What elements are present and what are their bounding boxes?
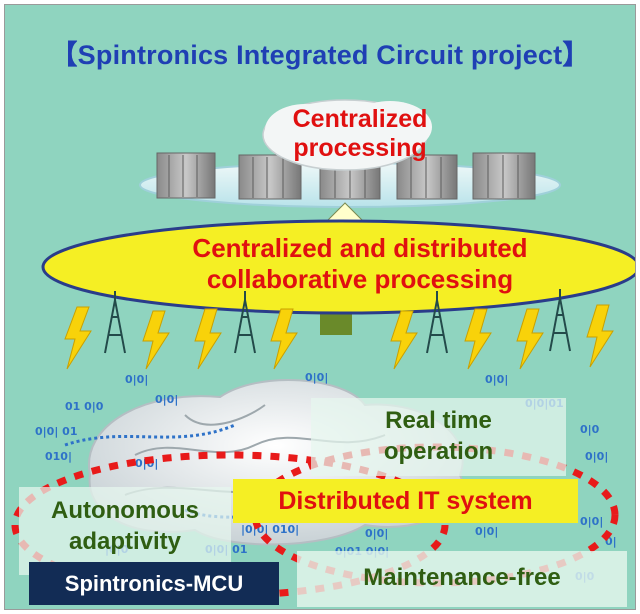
svg-text:0|0|: 0|0| — [365, 527, 388, 540]
distributed-system-label: Distributed IT system — [233, 486, 578, 516]
realtime-label: Real time operation — [311, 405, 566, 467]
lightning-icon — [517, 309, 543, 369]
svg-text:0|0|: 0|0| — [475, 525, 498, 538]
autonomous-line-1: Autonomous — [19, 495, 231, 526]
lightning-icon — [65, 307, 91, 369]
lightning-icon — [587, 305, 613, 367]
server-rack — [473, 153, 535, 199]
svg-text:0|0|: 0|0| — [155, 393, 178, 406]
svg-text:01 0|0: 01 0|0 — [65, 400, 104, 413]
mcu-label: Spintronics-MCU — [29, 570, 279, 598]
lightning-icon — [195, 309, 221, 369]
autonomous-line-2: adaptivity — [19, 526, 231, 557]
svg-text:0|0|: 0|0| — [125, 373, 148, 386]
maintenance-label: Maintenance-free — [297, 563, 627, 593]
centralized-line-1: Centralized — [245, 105, 475, 134]
centralized-line-2: processing — [245, 134, 475, 163]
collaborative-processing-label: Centralized and distributed collaborativ… — [125, 233, 595, 295]
realtime-line-1: Real time — [311, 405, 566, 436]
diagram-frame: 0|0|0|0|0|0| 01 0|00|0|0|0|01 0|0| 010|0… — [4, 4, 636, 610]
collaborative-line-2: collaborative processing — [125, 264, 595, 295]
svg-text:0|0|: 0|0| — [485, 373, 508, 386]
lightning-icon — [271, 309, 297, 369]
lightning-icon — [143, 311, 169, 369]
tower — [105, 291, 125, 353]
svg-text:0|0|: 0|0| — [580, 515, 603, 528]
collaborative-line-1: Centralized and distributed — [125, 233, 595, 264]
lightning-icon — [465, 309, 491, 369]
centralized-processing-label: Centralized processing — [245, 105, 475, 163]
svg-text:0|0: 0|0 — [580, 423, 600, 436]
svg-text:0|0|: 0|0| — [305, 371, 328, 384]
svg-text:010|: 010| — [45, 450, 72, 463]
svg-text:0|0| 01: 0|0| 01 — [35, 425, 77, 438]
autonomous-label: Autonomous adaptivity — [19, 495, 231, 557]
server-rack — [157, 153, 215, 198]
realtime-line-2: operation — [311, 436, 566, 467]
lightning-icon — [391, 311, 417, 369]
project-title: 【Spintronics Integrated Circuit project】 — [5, 33, 635, 72]
svg-text:0|0|: 0|0| — [585, 450, 608, 463]
svg-text:|0|0| 010|: |0|0| 010| — [241, 523, 299, 536]
